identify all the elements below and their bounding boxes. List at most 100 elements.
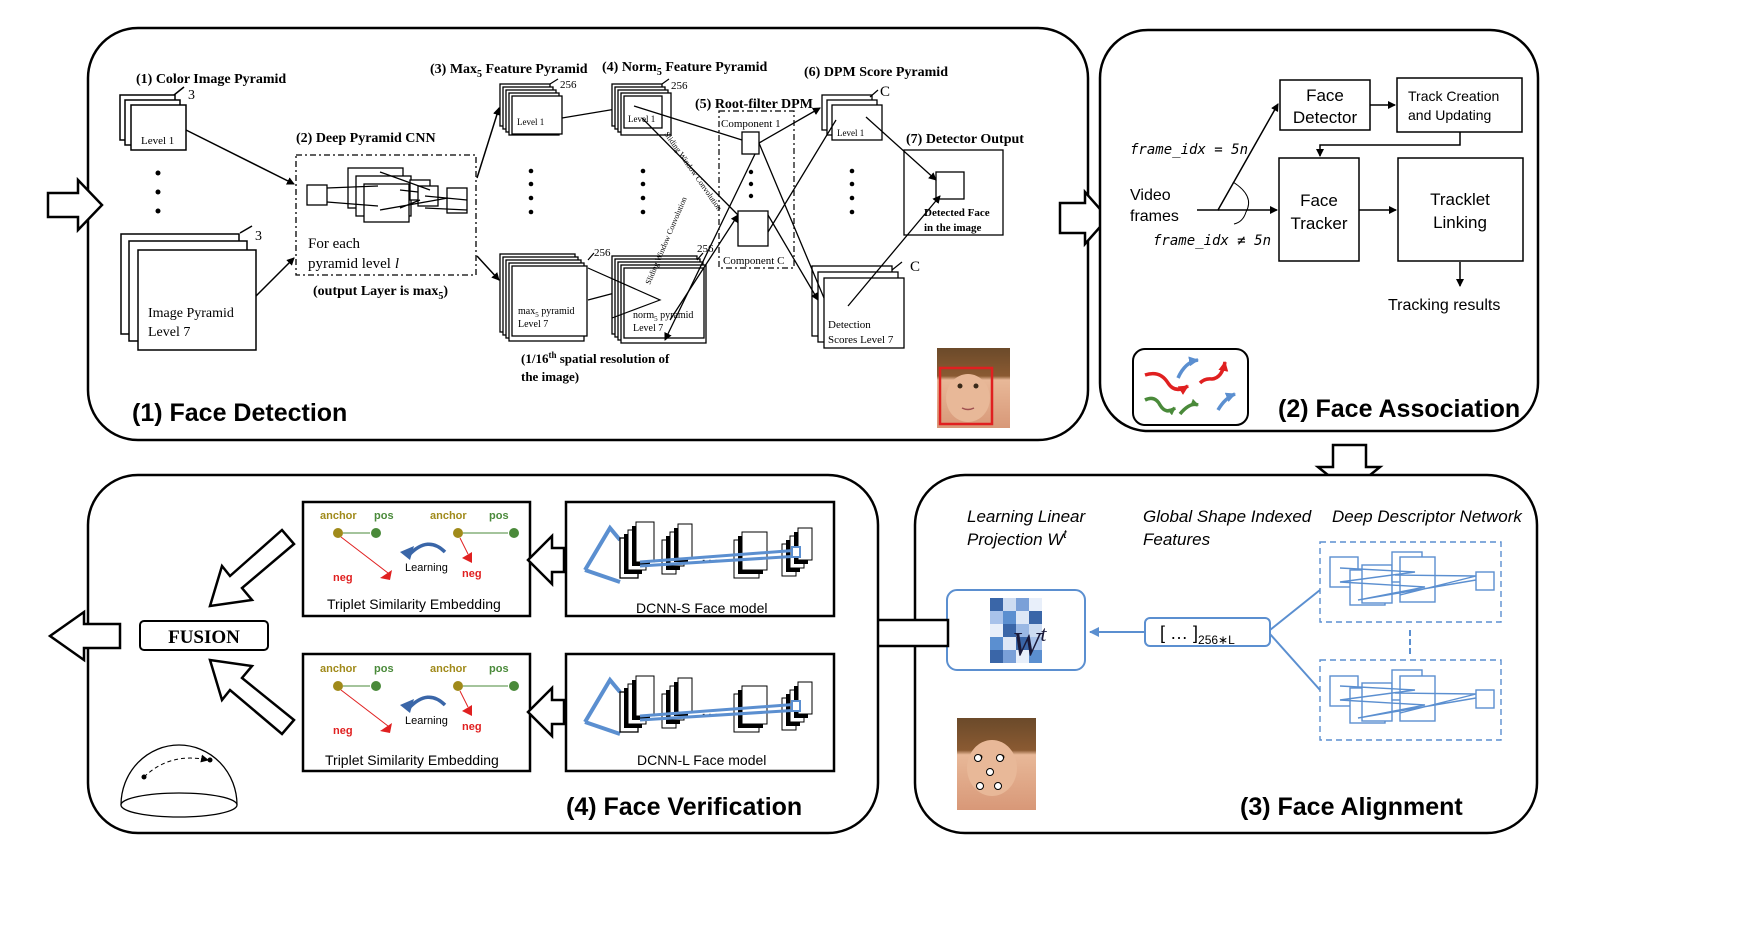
step6-label: (6) DPM Score Pyramid <box>804 65 948 80</box>
neg-label-2: neg <box>462 568 482 580</box>
step3-level7-line: max5 pyramid <box>518 306 575 319</box>
triplet-diagram-bottom: anchor pos neg Learning anchor pos neg <box>320 663 519 737</box>
arrow-detection-to-association-icon <box>1058 188 1110 248</box>
step3-level7-a: max <box>518 306 535 317</box>
step4-label-line: (4) Norm5 Feature Pyramid <box>602 60 768 78</box>
pyramid-level1-stack <box>119 94 187 151</box>
deep-desc: Deep Descriptor Network <box>1332 507 1523 526</box>
arrow-dcnn-s-to-triplet-icon <box>526 532 566 588</box>
step7-face-a: Detected Face <box>924 207 990 219</box>
w-line: Wt <box>1012 621 1047 663</box>
step7-label: (7) Detector Output <box>906 132 1024 147</box>
spatial-b: spatial resolution of <box>556 351 669 366</box>
triplet-box-top <box>301 500 532 618</box>
face-alignment-panel: Learning Linear Projection Wt Global Sha… <box>913 473 1539 835</box>
max5-level1-stack <box>499 83 563 136</box>
anchor-label-2: anchor <box>430 510 467 522</box>
step3-label-line: (3) Max5 Feature Pyramid <box>430 62 588 80</box>
arrow-dcnn-l-to-triplet-icon <box>526 684 566 740</box>
step3-sub: 5 <box>477 69 482 80</box>
track-creation-b: and Updating <box>1408 107 1491 123</box>
step4-sub: 5 <box>657 67 662 78</box>
step2-pyramid-level: pyramid level <box>308 256 391 272</box>
anchor-label-4: anchor <box>430 663 467 675</box>
pyramid-level7-stack <box>120 233 257 351</box>
face-verification-panel: anchor pos neg Learning anchor pos neg T… <box>47 473 880 835</box>
step4-level1-label: Level 1 <box>628 114 655 124</box>
dpm-ellipsis <box>748 169 754 199</box>
step4-label: (4) Norm <box>602 60 657 75</box>
video-b: frames <box>1130 208 1179 225</box>
step3-level7-sub: 5 <box>535 311 539 319</box>
video-a: Video <box>1130 187 1171 204</box>
step4-level7-line: norm5 pyramid <box>633 310 693 323</box>
componentC-label: Component C <box>723 255 784 267</box>
alignment-face-photo <box>957 718 1036 810</box>
dcnn-s-net-icon: … <box>583 521 813 584</box>
step4-level7-c: Level 7 <box>633 323 663 334</box>
step1-depth-label: 3 <box>188 88 195 103</box>
step1-depth-label-2: 3 <box>255 229 262 244</box>
step3-label: (3) Max <box>430 62 477 77</box>
step2-output-sub: 5 <box>438 291 443 302</box>
spatial-res-line: (1/16th spatial resolution of <box>521 350 670 366</box>
deep-descriptor-net-top <box>1319 541 1502 623</box>
detected-face-box <box>935 171 965 200</box>
dcnn-l-caption: DCNN-L Face model <box>637 752 766 768</box>
pos-label-2: pos <box>489 510 509 522</box>
output-arrow-icon <box>47 609 122 663</box>
verification-title: (4) Face Verification <box>566 793 802 821</box>
tracklets-icon <box>1132 348 1249 426</box>
norm5-level1-stack <box>611 83 672 136</box>
dcnn-s-caption: DCNN-S Face model <box>636 600 767 616</box>
face-detection-panel: (1) Color Image Pyramid Level 1 3 3 Imag… <box>46 26 1090 442</box>
score-ellipsis <box>849 168 855 215</box>
step2-for-each: For each <box>308 236 361 252</box>
learning-b: Projection W <box>967 530 1065 549</box>
pos-label-1: pos <box>374 510 394 522</box>
step6-depth-2: C <box>910 259 920 275</box>
triplet-box-bottom <box>301 652 532 773</box>
anchor-label-3: anchor <box>320 663 357 675</box>
component1-filter <box>741 131 760 155</box>
spatial-c: the image) <box>521 369 579 384</box>
projection-matrix <box>990 598 1042 663</box>
detection-face-photo <box>937 348 1010 428</box>
face-detector-b: Detector <box>1293 108 1358 127</box>
triplet-bottom-caption: Triplet Similarity Embedding <box>325 752 499 768</box>
step1-label: (1) Color Image Pyramid <box>136 72 286 87</box>
spatial-sup: th <box>548 350 556 360</box>
score-level1-stack <box>821 94 883 141</box>
face-tracker-box <box>1278 157 1360 262</box>
step3-depth-2: 256 <box>594 247 611 259</box>
anchor-label-1: anchor <box>320 510 357 522</box>
step1-level1-label: Level 1 <box>141 135 174 147</box>
w-label: W <box>1012 626 1043 663</box>
face-association-panel: Face Detector Track Creation and Updatin… <box>1098 28 1540 433</box>
face-detector-box <box>1279 79 1371 131</box>
step7-face-b: in the image <box>924 222 982 234</box>
face-tracker-a: Face <box>1300 191 1338 210</box>
input-arrow-icon <box>46 176 104 234</box>
vector-line: [ … ]256∗L <box>1160 623 1235 647</box>
arrow-bottom-triplet-to-fusion-icon <box>208 658 296 736</box>
neg-label-4: neg <box>462 721 482 733</box>
neg-label-1: neg <box>333 572 353 584</box>
step1-level7-label-a: Image Pyramid <box>148 306 234 321</box>
pos-label-3: pos <box>374 663 394 675</box>
step6-level7-b: Scores Level 7 <box>828 334 894 346</box>
face-detector-a: Face <box>1306 86 1344 105</box>
hypersphere-icon <box>120 744 238 818</box>
triplet-diagram-top: anchor pos neg Learning anchor pos neg <box>320 510 519 584</box>
tracklet-linking-box <box>1397 157 1524 262</box>
tracklet-a: Tracklet <box>1430 190 1490 209</box>
step3-level7-b: pyramid <box>539 306 575 317</box>
detection-title: (1) Face Detection <box>132 399 347 427</box>
step4-depth: 256 <box>671 80 688 92</box>
step6-depth: C <box>880 84 890 100</box>
max5-ellipsis <box>528 168 534 215</box>
step2-label: (2) Deep Pyramid CNN <box>296 131 436 146</box>
learning-b-line: Projection Wt <box>967 527 1067 549</box>
